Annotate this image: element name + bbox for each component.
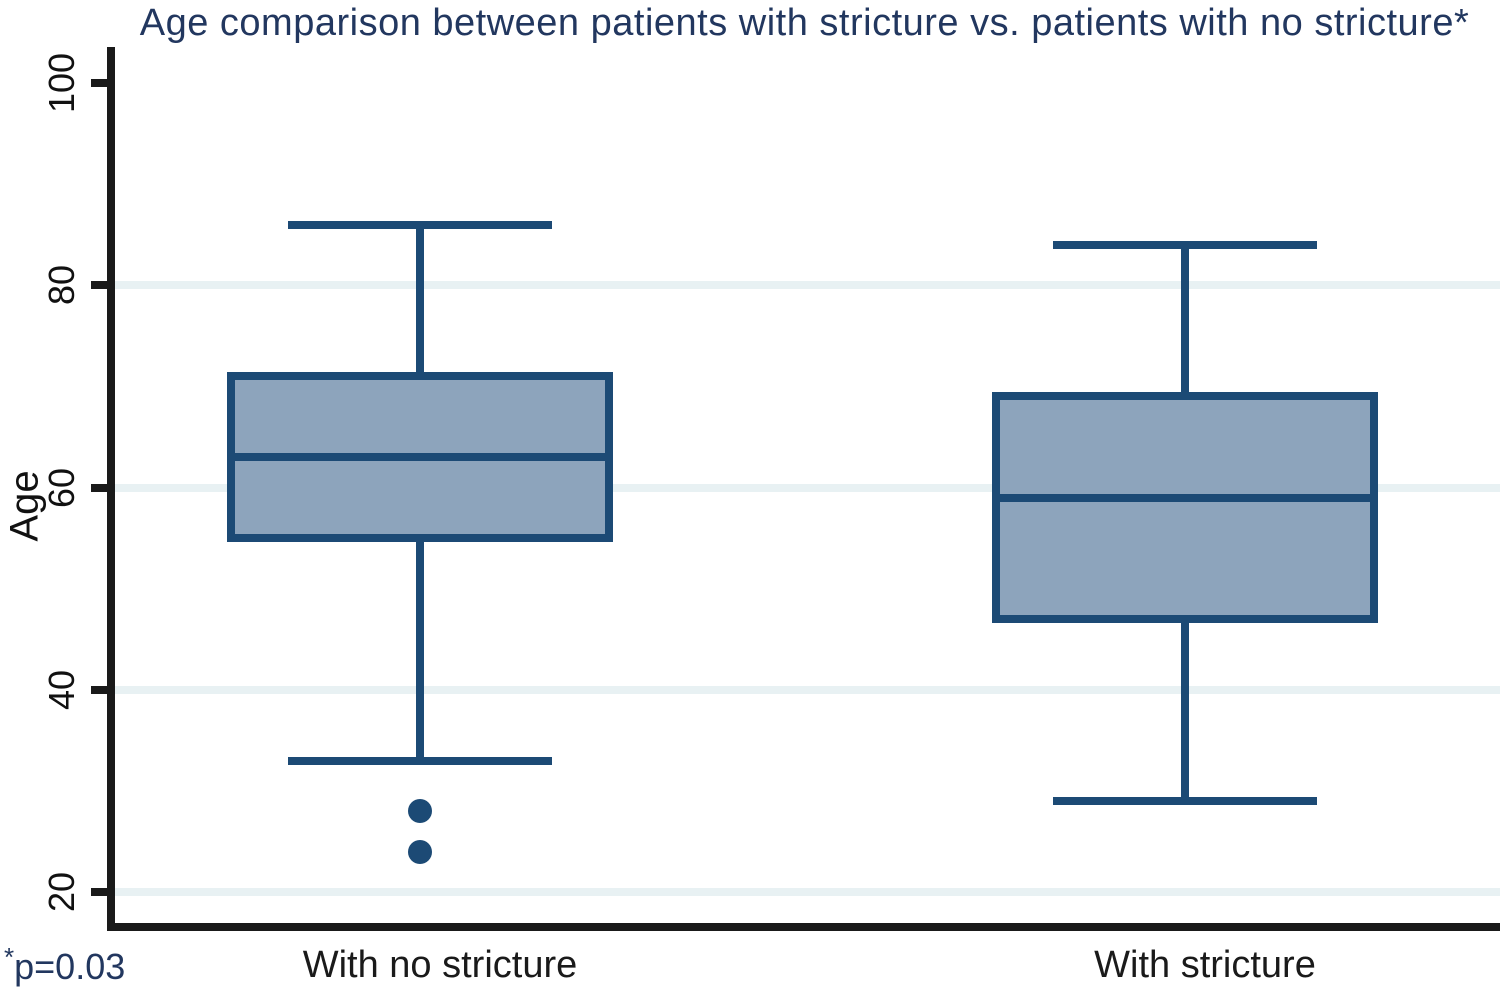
y-tick-80 xyxy=(91,281,107,290)
y-tick-label-100: 100 xyxy=(41,52,82,114)
whisker-upper-stem xyxy=(416,224,424,377)
whisker-upper-stem xyxy=(1181,244,1189,397)
outlier-point xyxy=(408,839,432,864)
outlier-point xyxy=(408,799,432,824)
gridline-40 xyxy=(107,685,1500,694)
whisker-upper-cap xyxy=(1053,240,1317,249)
y-tick-label-60: 60 xyxy=(41,467,82,508)
gridline-20 xyxy=(107,888,1500,896)
footnote-text: p=0.03 xyxy=(14,946,126,987)
y-tick-20 xyxy=(91,888,107,896)
whisker-lower-cap xyxy=(288,756,552,765)
box-stricture xyxy=(992,392,1378,623)
gridline-60 xyxy=(107,483,1500,492)
y-tick-label-80: 80 xyxy=(41,265,82,306)
footnote-asterisk: * xyxy=(4,942,15,972)
whisker-lower-stem xyxy=(1181,618,1189,801)
median-line xyxy=(992,493,1378,502)
y-axis-line xyxy=(107,47,115,931)
y-tick-label-40: 40 xyxy=(41,669,82,710)
y-tick-label-20: 20 xyxy=(41,871,82,913)
whisker-lower-stem xyxy=(416,538,424,761)
x-axis-line xyxy=(107,923,1500,931)
median-line xyxy=(227,453,613,462)
gridline-80 xyxy=(107,281,1500,290)
y-tick-60 xyxy=(91,483,107,492)
x-category-label: With stricture xyxy=(1094,944,1316,986)
x-category-label: With no stricture xyxy=(302,944,578,986)
footnote: *p=0.03 xyxy=(4,944,126,988)
whisker-lower-cap xyxy=(1053,796,1317,805)
y-tick-100 xyxy=(91,79,107,87)
chart-title: Age comparison between patients with str… xyxy=(139,2,1470,44)
y-tick-40 xyxy=(91,685,107,694)
whisker-upper-cap xyxy=(288,220,552,229)
